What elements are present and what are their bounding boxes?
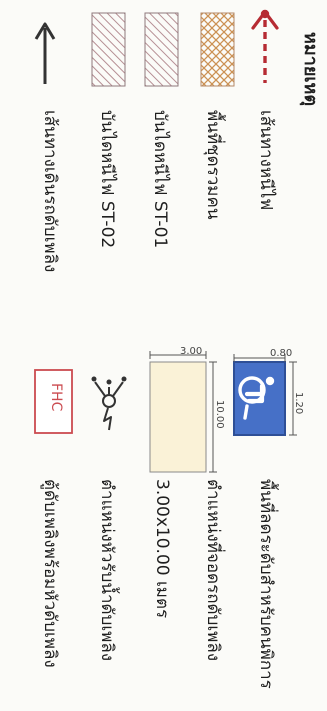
accessible-width-label: 0.80 bbox=[270, 348, 293, 359]
assembly-area-swatch bbox=[200, 12, 235, 87]
hydrant-label: ตำแหน่งหัวรับน้ำดับเพลิง bbox=[97, 479, 117, 662]
outline-arrow-icon bbox=[34, 22, 56, 84]
fire-truck-label: ตำแหน่งที่จอดรถดับเพลิง bbox=[203, 479, 223, 662]
stair-st01-swatch bbox=[144, 12, 179, 87]
fire-hydrant-icon bbox=[91, 376, 127, 431]
stair-st02-swatch bbox=[91, 12, 126, 87]
fhc-box bbox=[34, 369, 73, 434]
fire-truck-length-label: 10.00 bbox=[214, 400, 225, 429]
accessible-label: พื้นที่ลดระดับสำหรับคนพิการ bbox=[256, 479, 276, 689]
fire-truck-width-label: 3.00 bbox=[180, 346, 203, 357]
fire-truck-parking-box bbox=[149, 361, 207, 473]
red-dashed-arrow-icon bbox=[251, 9, 279, 83]
fhc-text: FHC bbox=[48, 383, 64, 412]
wheelchair-icon bbox=[238, 376, 275, 420]
fhc-label: ตู้ดับเพลิงพร้อมหัวดับเพลิง bbox=[40, 479, 60, 668]
fire-truck-size-text: 3.00x10.00 เมตร bbox=[152, 479, 172, 619]
accessible-height-label: 1.20 bbox=[293, 392, 304, 415]
